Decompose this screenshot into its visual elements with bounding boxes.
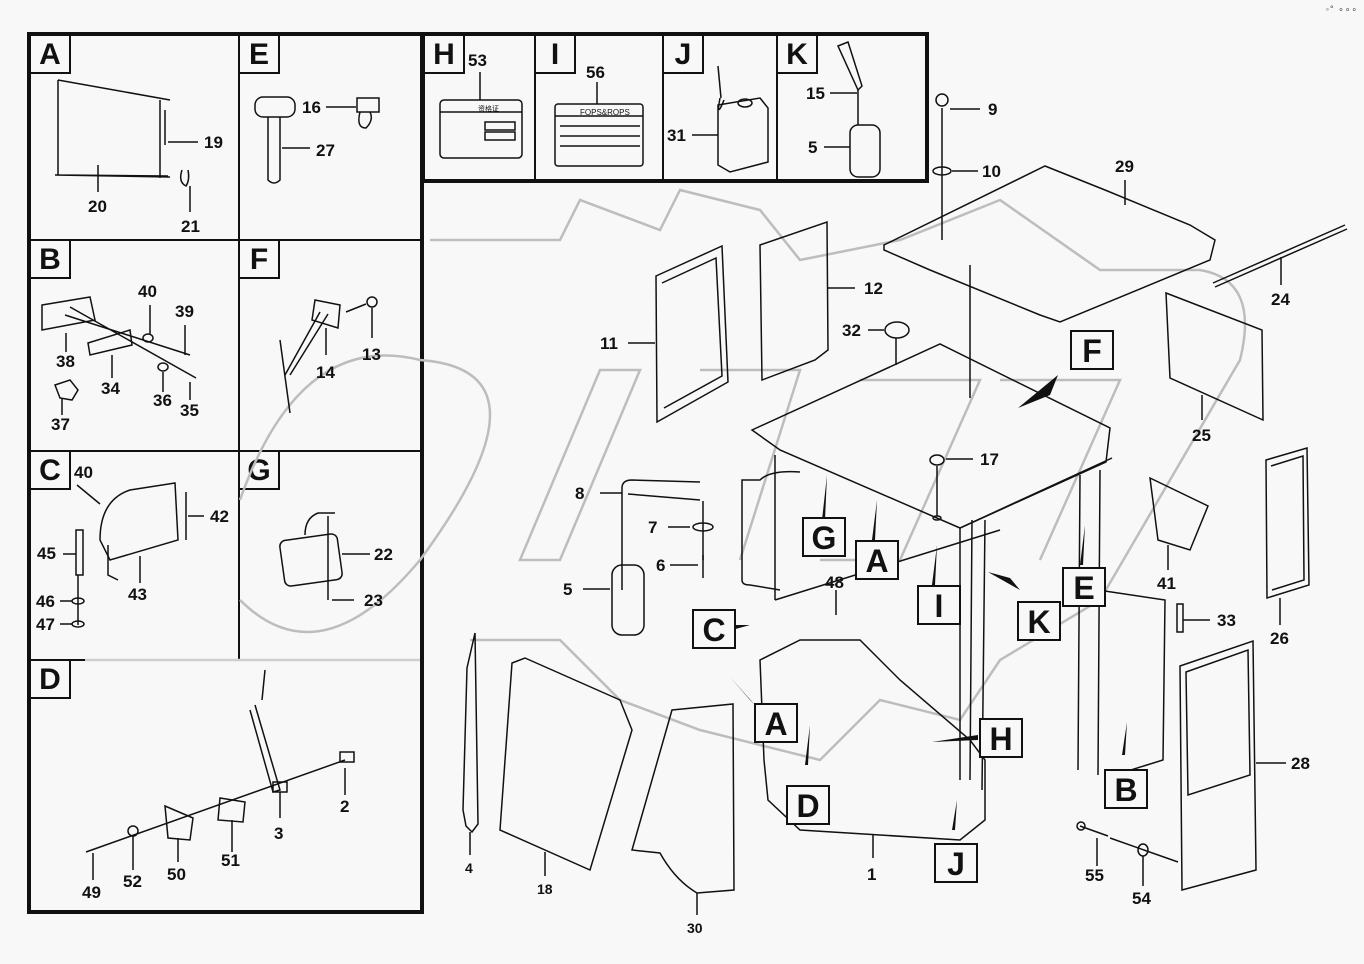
callout-51: 51 bbox=[221, 851, 240, 870]
callout-45: 45 bbox=[37, 544, 56, 563]
panel-tag-D: D bbox=[29, 659, 71, 699]
callout-10: 10 bbox=[982, 162, 1001, 181]
callout-43: 43 bbox=[128, 585, 147, 604]
callout-38: 38 bbox=[56, 352, 75, 371]
roof-panel bbox=[883, 165, 1216, 323]
callout-40-panel-C: 40 bbox=[74, 463, 93, 482]
h-plate-title: 资格证 bbox=[478, 106, 499, 113]
callout-52: 52 bbox=[123, 872, 142, 891]
section-tag-J[interactable]: J bbox=[934, 843, 978, 883]
callout-54: 54 bbox=[1132, 889, 1151, 908]
callout-41: 41 bbox=[1157, 574, 1176, 593]
watermark bbox=[85, 188, 1247, 762]
callout-37: 37 bbox=[51, 415, 70, 434]
callout-13: 13 bbox=[362, 345, 381, 364]
callout-14: 14 bbox=[316, 363, 335, 382]
callout-33: 33 bbox=[1217, 611, 1236, 630]
callout-7: 7 bbox=[648, 518, 658, 537]
callout-5-panel-K: 5 bbox=[808, 138, 818, 157]
console bbox=[759, 639, 986, 841]
callout-53: 53 bbox=[468, 51, 487, 70]
panel-K[interactable]: K bbox=[776, 34, 927, 181]
panel-tag-F: F bbox=[238, 239, 280, 279]
callout-32: 32 bbox=[842, 321, 861, 340]
callout-39: 39 bbox=[175, 302, 194, 321]
panel-tag-B: B bbox=[29, 239, 71, 279]
panel-tag-A: A bbox=[29, 34, 71, 74]
callout-17: 17 bbox=[980, 450, 999, 469]
section-tag-I[interactable]: I bbox=[917, 585, 961, 625]
callout-8: 8 bbox=[575, 484, 585, 503]
panel-tag-E: E bbox=[238, 34, 280, 74]
toolbar-icons[interactable]: ◦° ∘∘∘ bbox=[1325, 4, 1358, 14]
callout-15: 15 bbox=[806, 84, 825, 103]
panel-F[interactable]: F bbox=[238, 239, 422, 452]
callout-24: 24 bbox=[1271, 290, 1290, 309]
panel-tag-H: H bbox=[423, 34, 465, 74]
callout-6: 6 bbox=[656, 556, 666, 575]
callout-22: 22 bbox=[374, 545, 393, 564]
callout-42: 42 bbox=[210, 507, 229, 526]
callout-27: 27 bbox=[316, 141, 335, 160]
callout-2: 2 bbox=[340, 797, 350, 816]
callout-50: 50 bbox=[167, 865, 186, 884]
callout-9: 9 bbox=[988, 100, 998, 119]
callout-35: 35 bbox=[180, 401, 199, 420]
callout-46: 46 bbox=[36, 592, 55, 611]
section-tag-B[interactable]: B bbox=[1104, 769, 1148, 809]
panel-H[interactable]: H bbox=[423, 34, 536, 181]
tag-pointers bbox=[730, 375, 1127, 830]
callout-20: 20 bbox=[88, 197, 107, 216]
callout-12: 12 bbox=[864, 279, 883, 298]
section-tag-C[interactable]: C bbox=[692, 609, 736, 649]
panel-tag-J: J bbox=[662, 34, 704, 74]
callout-40-panel-B: 40 bbox=[138, 282, 157, 301]
door bbox=[1179, 639, 1257, 891]
callout-4: 4 bbox=[465, 860, 473, 876]
sunshade-shape bbox=[54, 79, 171, 178]
callout-26: 26 bbox=[1270, 629, 1289, 648]
panel-tag-K: K bbox=[776, 34, 818, 74]
callout-30: 30 bbox=[687, 920, 703, 936]
callout-11: 11 bbox=[600, 334, 618, 353]
section-tag-A-lower[interactable]: A bbox=[754, 703, 798, 743]
callout-25: 25 bbox=[1192, 426, 1211, 445]
callout-36: 36 bbox=[153, 391, 172, 410]
panel-I[interactable]: I bbox=[534, 34, 664, 181]
callout-47: 47 bbox=[36, 615, 55, 634]
section-tag-A-upper[interactable]: A bbox=[855, 540, 899, 580]
section-tag-E[interactable]: E bbox=[1062, 567, 1106, 607]
callout-21: 21 bbox=[181, 217, 200, 236]
callout-19: 19 bbox=[204, 133, 223, 152]
callout-23: 23 bbox=[364, 591, 383, 610]
section-tag-F[interactable]: F bbox=[1070, 330, 1114, 370]
callout-5-main: 5 bbox=[563, 580, 573, 599]
callout-1: 1 bbox=[867, 865, 877, 884]
section-tag-D[interactable]: D bbox=[786, 785, 830, 825]
callout-31: 31 bbox=[667, 126, 686, 145]
detail-top-frame bbox=[421, 32, 929, 183]
detail-grid-frame bbox=[27, 32, 424, 914]
panel-tag-I: I bbox=[534, 34, 576, 74]
section-tag-H[interactable]: H bbox=[979, 718, 1023, 758]
callout-3: 3 bbox=[274, 824, 284, 843]
callout-56: 56 bbox=[586, 63, 605, 82]
callout-29: 29 bbox=[1115, 157, 1134, 176]
callout-28: 28 bbox=[1291, 754, 1310, 773]
callout-49: 49 bbox=[82, 883, 101, 902]
section-tag-K[interactable]: K bbox=[1017, 601, 1061, 641]
callout-34: 34 bbox=[101, 379, 120, 398]
callout-48: 48 bbox=[825, 573, 844, 592]
panel-tag-C: C bbox=[29, 450, 71, 490]
i-plate-title: FOPS&ROPS bbox=[580, 108, 630, 117]
callout-16: 16 bbox=[302, 98, 321, 117]
section-tag-G[interactable]: G bbox=[802, 517, 846, 557]
callout-55: 55 bbox=[1085, 866, 1104, 885]
callout-18: 18 bbox=[537, 881, 553, 897]
